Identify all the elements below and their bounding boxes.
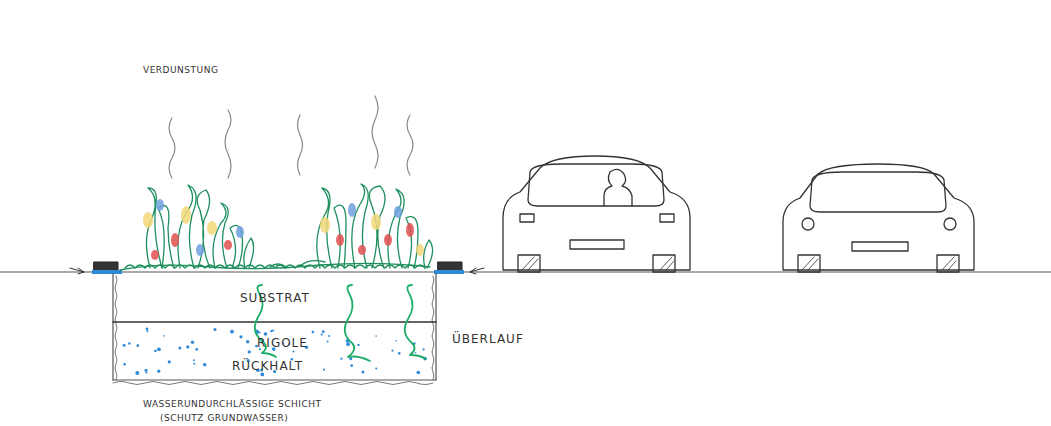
water-dot [323,369,325,371]
pit-outline [113,274,436,385]
soil-layer: RIGOLE RÜCKHALT [114,323,435,379]
water-dots [123,328,427,377]
layer-label: SUBSTRAT [240,292,310,304]
water-dot [417,371,421,375]
water-dot [350,364,353,367]
water-dot [123,363,126,366]
water-dot [157,370,160,373]
water-dot [361,370,364,373]
water-dot [136,344,139,347]
water-dot [195,348,198,351]
water-dot [239,335,242,338]
car [503,156,690,272]
water-dot [396,340,398,342]
water-dot [163,335,165,337]
water-dot [248,350,251,353]
soil-layer: SUBSTRAT [114,275,435,321]
water-dot [191,341,194,344]
water-dot [157,347,161,351]
water-dot [328,335,330,337]
water-dot [415,352,417,354]
water-dot [203,363,207,367]
water-dot [146,328,149,331]
water-dot [322,330,325,333]
water-dot [391,350,393,352]
water-dot [346,342,350,346]
water-dot [193,363,195,365]
water-dot [312,331,315,334]
water-dot [128,342,130,344]
water-dot [327,341,329,343]
evaporation-lines [169,96,413,178]
water-dot [145,369,148,372]
annotation: ÜBERLAUF [452,333,524,345]
layer-label: RIGOLE [257,337,308,349]
water-dot [193,359,195,361]
plants [120,184,433,270]
water-dot [168,360,171,363]
annotation: (SCHUTZ GRUNDWASSER) [160,414,288,423]
annotation: VERDUNSTUNG [143,66,218,75]
flower-blobs [143,199,424,260]
water-dot [340,358,342,360]
water-dot [186,345,189,348]
water-dot [246,340,249,343]
water-dot [375,335,377,337]
water-dot [293,350,295,352]
water-dot [260,373,264,377]
water-dot [375,368,377,370]
water-dot [154,350,157,353]
water-dot [230,330,234,334]
water-dot [145,371,147,373]
layer-label: RÜCKHALT [232,360,303,372]
water-dot [270,330,272,332]
water-dot [423,348,425,350]
water-dot [357,344,359,346]
water-dot [178,347,181,350]
water-dot [135,371,139,375]
water-dot [264,332,268,336]
car [783,164,974,272]
water-dot [259,331,261,333]
annotation: WASSERUNDURCHLÄSSIGE SCHICHT [143,400,322,409]
water-dot [321,333,323,335]
water-dot [146,330,148,332]
water-dot [123,344,126,347]
water-dot [398,352,401,355]
water-dot [214,328,217,331]
water-dot [349,357,352,360]
